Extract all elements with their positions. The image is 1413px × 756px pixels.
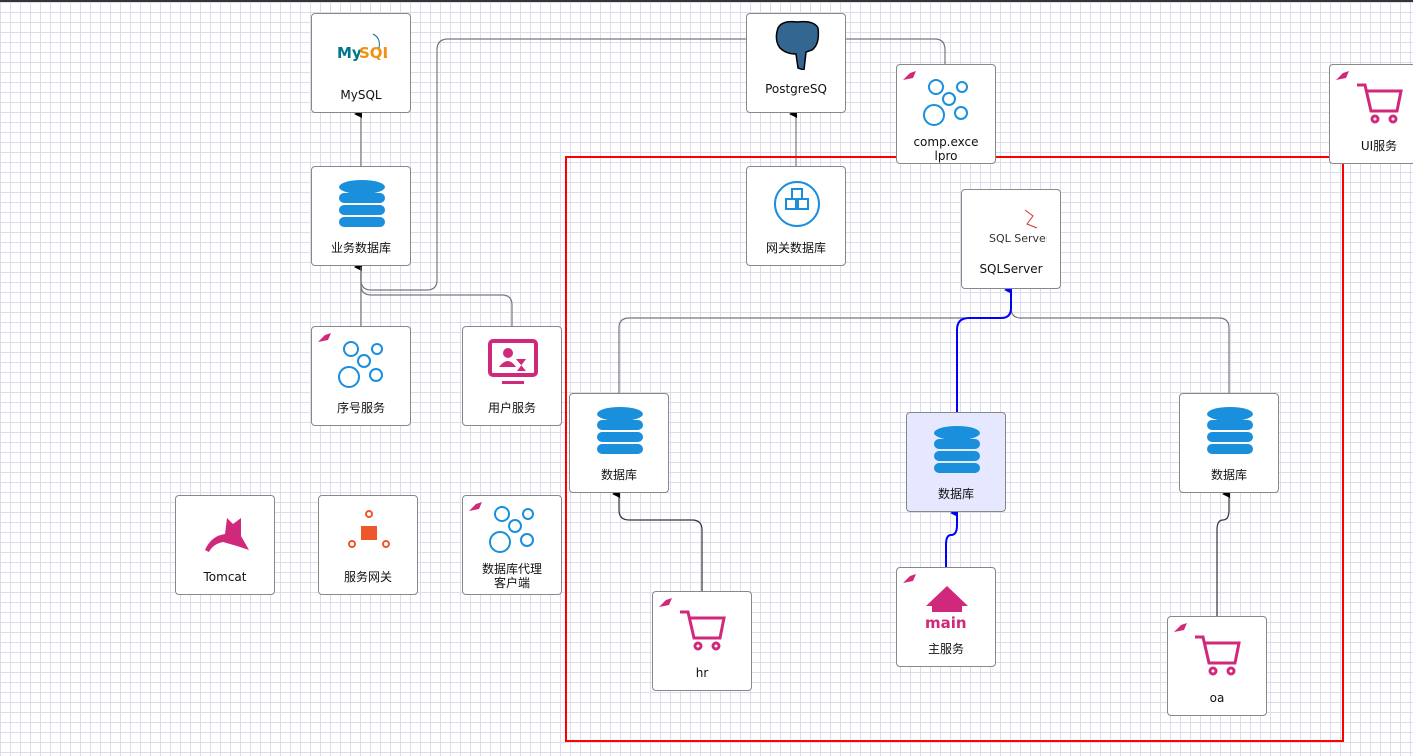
svg-text:My: My <box>337 44 362 62</box>
node-ui-service[interactable]: UI服务 <box>1329 64 1413 164</box>
service-badge-icon <box>318 333 331 342</box>
node-label: 数据库 <box>600 468 637 482</box>
network-nodes-icon <box>338 341 383 388</box>
edge-comp-bizdb <box>360 38 946 291</box>
node-label: 序号服务 <box>336 401 385 415</box>
node-label: 数据库 <box>1210 468 1247 482</box>
database-icon <box>934 426 980 473</box>
postgresql-elephant-icon <box>775 20 820 70</box>
service-badge-icon <box>903 71 916 80</box>
node-database-right[interactable]: 数据库 <box>1179 393 1279 493</box>
node-business-db[interactable]: 业务数据库 <box>311 166 411 266</box>
shopping-cart-icon <box>1357 83 1403 124</box>
service-badge-icon <box>903 574 916 583</box>
svg-text:main: main <box>925 614 967 630</box>
service-badge-icon <box>469 502 482 511</box>
node-label: 业务数据库 <box>330 241 391 255</box>
gateway-cube-icon <box>348 510 390 548</box>
database-icon <box>1207 407 1253 454</box>
node-oa[interactable]: oa <box>1167 616 1267 716</box>
node-hr[interactable]: hr <box>652 591 752 691</box>
node-mysql[interactable]: MySQL MySQL <box>311 13 411 113</box>
node-label: 主服务 <box>927 642 964 656</box>
edge-hr-dbleft <box>612 490 703 591</box>
node-database-middle[interactable]: 数据库 <box>906 412 1006 512</box>
node-label: SQLServer <box>979 262 1043 276</box>
edge-dbmid-sqlserver <box>956 286 1012 412</box>
node-sequence-service[interactable]: 序号服务 <box>311 326 411 426</box>
edge-user-bizdb <box>354 263 513 326</box>
node-label: 网关数据库 <box>765 241 826 255</box>
database-icon <box>597 407 643 454</box>
service-badge-icon <box>1174 623 1187 632</box>
node-gateway-db[interactable]: 网关数据库 <box>746 166 846 266</box>
node-label: hr <box>695 666 709 680</box>
node-label: 数据库代理客户端 <box>481 562 542 590</box>
network-nodes-icon <box>489 506 534 553</box>
node-label: UI服务 <box>1360 139 1398 153</box>
edge-dbright-sqlserver <box>1010 290 1230 393</box>
user-monitor-icon <box>488 339 538 384</box>
node-sqlserver[interactable]: SQL Server SQLServer <box>961 189 1061 289</box>
node-db-proxy-client[interactable]: 数据库代理客户端 <box>462 495 562 595</box>
main-house-icon: main <box>925 586 968 630</box>
node-label: MySQL <box>340 88 382 102</box>
node-label: PostgreSQ <box>765 82 827 96</box>
database-icon <box>339 180 385 227</box>
svg-text:SQL: SQL <box>359 44 387 62</box>
node-label: comp.excelpro <box>913 135 979 163</box>
service-badge-icon <box>659 598 672 607</box>
sqlserver-logo-icon: SQL Server <box>989 209 1047 245</box>
node-service-gateway[interactable]: 服务网关 <box>318 495 418 595</box>
node-postgresql[interactable]: PostgreSQ <box>746 13 846 113</box>
node-label: oa <box>1209 691 1225 705</box>
shopping-cart-icon <box>680 610 726 651</box>
service-badge-icon <box>1336 71 1349 80</box>
node-label: Tomcat <box>203 570 247 584</box>
node-database-left[interactable]: 数据库 <box>569 393 669 493</box>
edge-oa-dbright <box>1216 490 1230 616</box>
edge-main-dbmid <box>945 509 958 567</box>
shopping-cart-icon <box>1195 635 1241 676</box>
cubes-cluster-icon <box>774 181 820 227</box>
node-user-service[interactable]: 用户服务 <box>462 326 562 426</box>
svg-text:SQL Server: SQL Server <box>989 232 1047 245</box>
node-label: 服务网关 <box>343 570 392 584</box>
node-comp-excelpro[interactable]: comp.excelpro <box>896 64 996 164</box>
mysql-logo-icon: MySQL <box>337 33 387 62</box>
network-nodes-icon <box>923 79 968 126</box>
node-label: 数据库 <box>937 487 974 501</box>
node-main-service[interactable]: main 主服务 <box>896 567 996 667</box>
node-label: 用户服务 <box>487 401 536 415</box>
tomcat-icon <box>205 518 249 552</box>
node-tomcat[interactable]: Tomcat <box>175 495 275 595</box>
